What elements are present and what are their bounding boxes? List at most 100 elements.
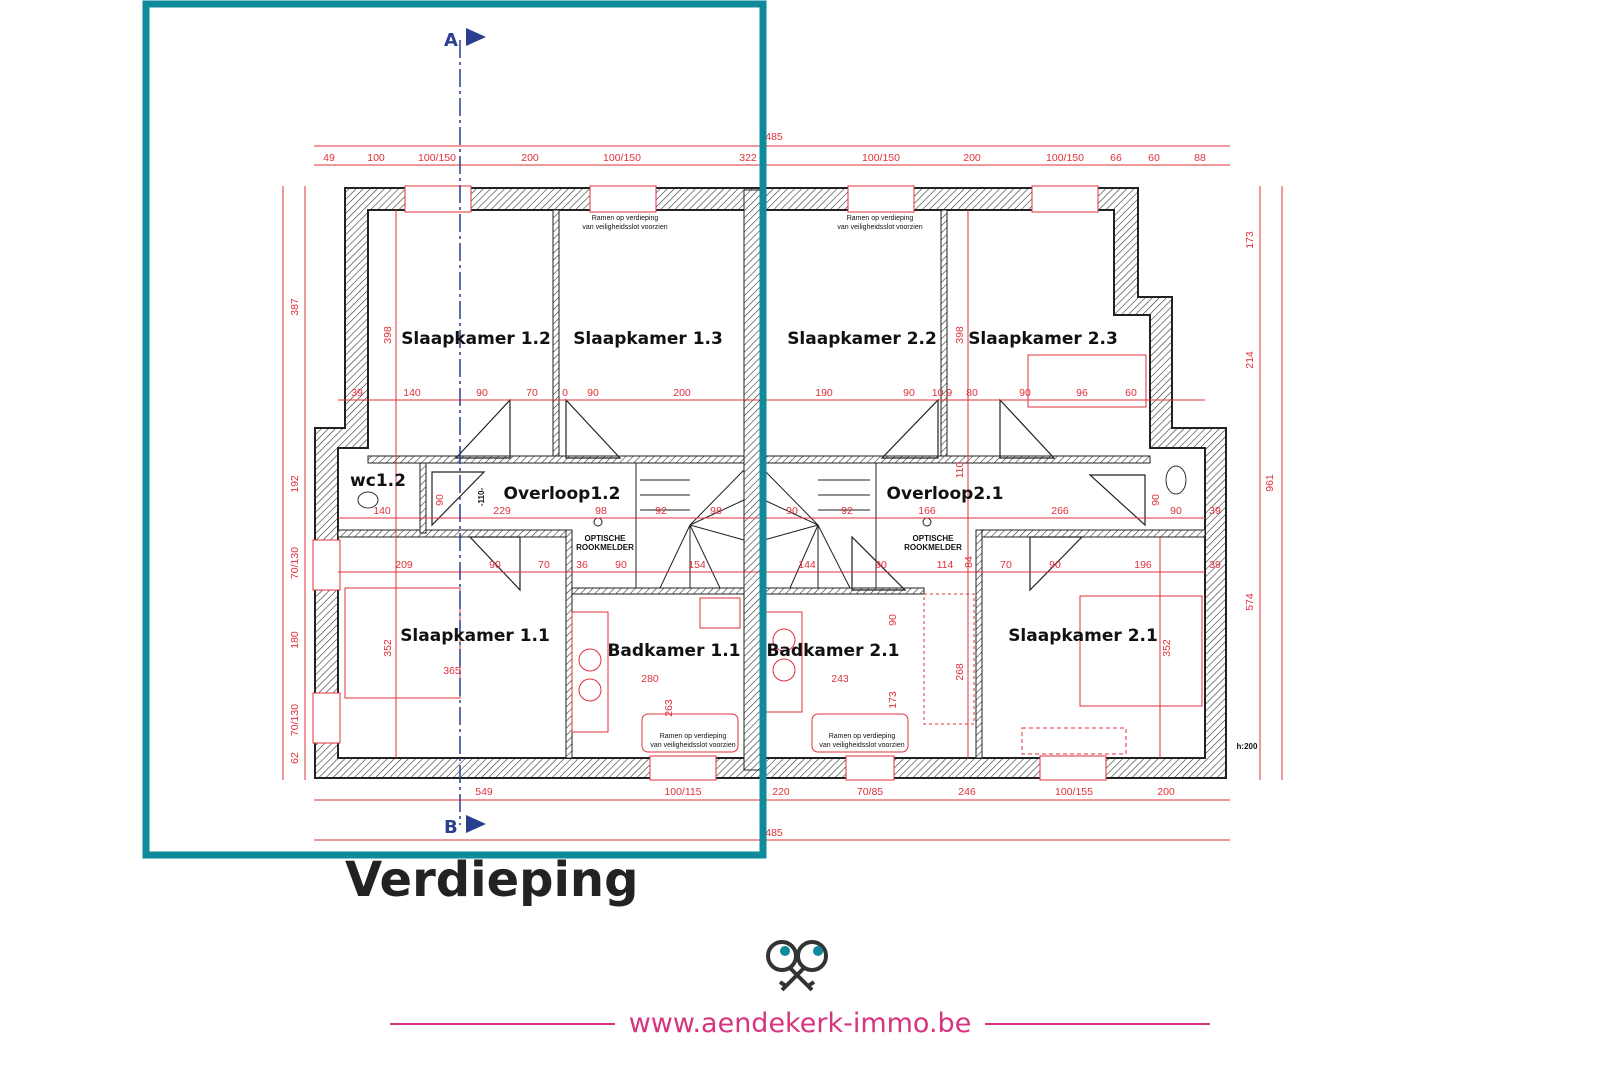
doors (431, 398, 1146, 592)
dimension-label: 0 (562, 387, 568, 399)
dimension-label: 90 (887, 614, 899, 626)
dimension-label: 84 (963, 556, 975, 568)
section-marker-b: B (444, 817, 458, 838)
dimension-label: 90 (786, 505, 798, 517)
room-label: wc1.2 (350, 471, 406, 491)
dimension-label: 140 (373, 505, 391, 517)
dimension-label: 98 (595, 505, 607, 517)
dimension-label: 36 (576, 559, 588, 571)
dimension-label: 39 (1209, 559, 1221, 571)
dimension-label: 10.9 (932, 387, 953, 399)
window-note: Ramen op verdieping (847, 215, 914, 222)
dimension-label: 485 (765, 827, 783, 839)
dimension-labels: 485 49 100 100/150 200 100/150 322 100/150 200 10… (289, 131, 1276, 839)
dimension-label: 66 (1110, 152, 1122, 164)
dimension-label: 398 (954, 326, 966, 344)
dimension-label: 90 (587, 387, 599, 399)
dimension-label: 90 (1150, 494, 1162, 506)
dimension-label: 220 (772, 786, 790, 798)
dimension-label: 100/150 (1046, 152, 1084, 164)
dimension-label: 243 (831, 673, 849, 685)
section-line: A B (444, 28, 486, 838)
dimension-label: 39 (1209, 505, 1221, 517)
dimension-label: 154 (688, 559, 706, 571)
dimension-label: 100/150 (603, 152, 641, 164)
dimension-label: 266 (1051, 505, 1069, 517)
window-note: van veiligheidsslot voorzien (582, 224, 667, 231)
smoke-detector-label: ROOKMELDER (576, 543, 634, 552)
smoke-detector-label: OPTISCHE (913, 534, 955, 543)
highlight-frame (142, 0, 767, 859)
room-label: Slaapkamer 1.3 (573, 329, 723, 349)
dimension-label: 209 (395, 559, 413, 571)
dimension-label: 49 (323, 152, 335, 164)
dimension-label: 280 (641, 673, 659, 685)
dimension-label: 173 (1244, 231, 1256, 249)
room-label: Badkamer 2.1 (766, 641, 899, 661)
dimension-label: 322 (739, 152, 757, 164)
dimension-label: 574 (1244, 593, 1256, 611)
dimension-label: 114 (937, 559, 954, 571)
dimension-label: 110 (954, 461, 966, 478)
dimension-label: 70 (1000, 559, 1012, 571)
dimension-label: 196 (1134, 559, 1152, 571)
dimension-label: 96 (1076, 387, 1088, 399)
dimension-label: 166 (918, 505, 936, 517)
window-note: van veiligheidsslot voorzien (837, 224, 922, 231)
dimension-label: 70/85 (857, 786, 883, 798)
dimension-label: 90 (489, 559, 501, 571)
dimension-label: 70/130 (289, 704, 301, 736)
dimension-label: 88 (1194, 152, 1206, 164)
window-note: Ramen op verdieping (829, 733, 896, 740)
dimension-label: 100/150 (862, 152, 900, 164)
dimension-label: 352 (382, 639, 394, 657)
room-label: Slaapkamer 1.2 (401, 329, 551, 349)
dimension-label: 387 (289, 298, 301, 316)
room-label: Slaapkamer 1.1 (400, 626, 550, 646)
keys-logo (766, 940, 828, 992)
dimension-label: 90 (903, 387, 915, 399)
dimension-label: 549 (475, 786, 493, 798)
floor-title: Verdieping (345, 852, 639, 908)
section-marker-a: A (444, 30, 458, 51)
dimension-label: 100/155 (1055, 786, 1093, 798)
website-link[interactable]: www.aendekerk-immo.be (628, 1008, 972, 1039)
dimension-label: 100/115 (664, 786, 701, 798)
dimension-label: 365 (443, 665, 461, 677)
dimension-label: 70 (538, 559, 550, 571)
window-note: Ramen op verdieping (592, 215, 659, 222)
dimension-label: 200 (963, 152, 981, 164)
dimension-label: 190 (815, 387, 833, 399)
dimension-label: 352 (1161, 639, 1173, 657)
dimension-label: 62 (289, 752, 301, 764)
window-note: Ramen op verdieping (660, 733, 727, 740)
dimension-label: 214 (1244, 351, 1256, 369)
dimension-label: 100 (367, 152, 385, 164)
dimension-label: 398 (382, 326, 394, 344)
dimension-label: 70 (526, 387, 538, 399)
window-note: van veiligheidsslot voorzien (819, 742, 904, 749)
room-label: Badkamer 1.1 (607, 641, 740, 661)
dimension-label: 229 (493, 505, 511, 517)
room-label: Slaapkamer 2.3 (968, 329, 1118, 349)
dimension-label: 173 (887, 691, 899, 709)
dimension-label: 92 (655, 505, 667, 517)
dimension-label: 90 (1019, 387, 1031, 399)
dimension-label: 60 (1125, 387, 1137, 399)
dimension-label: 485 (765, 131, 783, 143)
dimension-label: 90 (1170, 505, 1182, 517)
dimension-label: 90 (875, 559, 887, 571)
dimension-label: 90 (434, 494, 446, 506)
window-note: van veiligheidsslot voorzien (650, 742, 735, 749)
dimension-label: 140 (403, 387, 421, 399)
dimension-label: 144 (798, 559, 816, 571)
dimension-label: 98 (710, 505, 722, 517)
dimension-lines (282, 145, 1283, 841)
room-label: Slaapkamer 2.2 (787, 329, 937, 349)
plan-notes: Ramen op verdieping van veiligheidsslot v… (477, 215, 1258, 751)
dimension-label: 263 (663, 699, 675, 717)
dimension-label: 60 (1148, 152, 1160, 164)
dimension-label: 200 (521, 152, 539, 164)
dimension-label: 180 (289, 631, 301, 649)
